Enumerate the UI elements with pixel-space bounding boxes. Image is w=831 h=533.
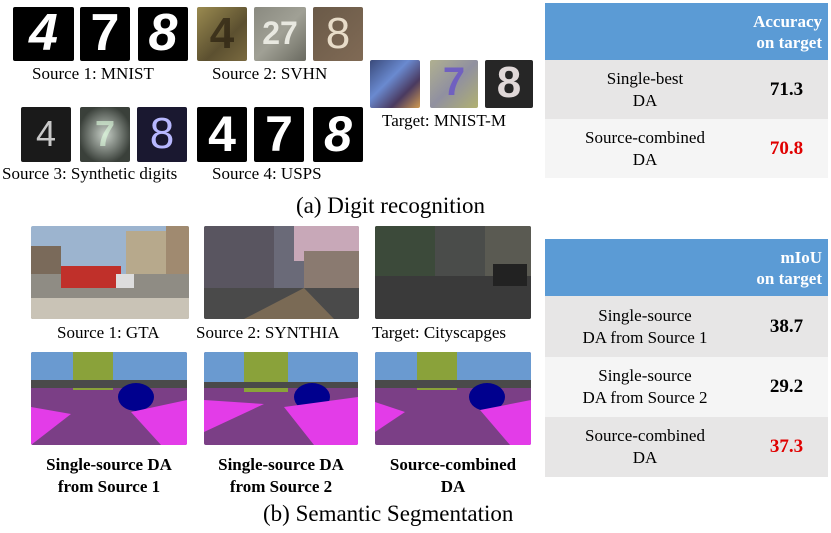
- source4-usps-label: Source 4: USPS: [212, 164, 322, 183]
- method-line: Single-source: [598, 305, 692, 325]
- digit-glyph: 8: [325, 9, 351, 58]
- digit-glyph: 8: [496, 60, 522, 107]
- digit-glyph: 7: [265, 107, 293, 162]
- source2-svhn-label: Source 2: SVHN: [212, 64, 328, 83]
- result2-label: Single-source DA from Source 2: [191, 454, 371, 498]
- value-cell: 38.7: [769, 315, 804, 337]
- method-line: Source-combined: [585, 426, 705, 445]
- usps-digit-image-2: 7: [254, 107, 304, 162]
- digit-glyph: 4: [29, 7, 58, 61]
- result-label-line: from Source 2: [229, 477, 333, 496]
- mnist-digit-4-image: 4: [13, 7, 74, 61]
- digit-glyph: 8: [324, 107, 352, 162]
- svhn-digit-image-2: 27: [254, 7, 306, 61]
- gta-source-image: [31, 226, 189, 319]
- value-cell: 70.8: [769, 137, 804, 159]
- segmentation-results-table: mIoU on target Single-source DA from Sou…: [545, 239, 828, 477]
- table-row: Single-source DA from Source 1 38.7: [545, 296, 828, 357]
- result3-label: Source-combined DA: [363, 454, 543, 498]
- table-row: Source-combined DA 37.3: [545, 417, 828, 477]
- segmentation-map-illustration: [375, 352, 531, 445]
- synthia-scene-illustration: [204, 226, 359, 319]
- method-cell: Source-combined DA: [545, 119, 745, 178]
- value-cell: 37.3: [769, 436, 804, 457]
- cityscapes-scene-illustration: [375, 226, 531, 319]
- seg-source2-synthia-label: Source 2: SYNTHIA: [196, 323, 340, 342]
- seg-source1-gta-label: Source 1: GTA: [57, 323, 160, 342]
- semantic-segmentation-caption: (b) Semantic Segmentation: [263, 501, 514, 526]
- mnist-digit-7-image: 7: [80, 7, 130, 61]
- svhn-digit-image-1: 4: [197, 7, 247, 61]
- method-line: DA: [632, 448, 658, 467]
- result-label-line: Single-source DA: [218, 455, 344, 474]
- mnistm-digit-image-2: 7: [430, 60, 478, 108]
- value-cell: 71.3: [769, 78, 804, 100]
- method-cell: Single-best DA: [545, 60, 745, 119]
- usps-digit-image-1: 4: [197, 107, 247, 162]
- method-line: DA: [632, 90, 658, 110]
- method-cell: Single-source DA from Source 1: [545, 296, 745, 357]
- table-row: Source-combined DA 70.8: [545, 119, 828, 178]
- target-mnistm-label: Target: MNIST-M: [382, 111, 506, 130]
- table-row: Single-best DA 71.3: [545, 60, 828, 119]
- segmentation-map-source1: [31, 352, 187, 445]
- method-cell: Single-source DA from Source 2: [545, 357, 745, 417]
- mnistm-digit-image-1: [370, 60, 420, 108]
- segmentation-map-illustration: [204, 352, 358, 445]
- digit-table-header: Accuracy on target: [545, 3, 828, 60]
- digit-glyph: 7: [94, 113, 116, 154]
- digit-glyph: 8: [149, 109, 175, 158]
- method-line: Single-best: [606, 68, 684, 88]
- method-line: Single-source: [598, 366, 692, 385]
- result-label-line: DA: [440, 477, 466, 496]
- header-line: Accuracy: [753, 11, 822, 31]
- digit-glyph: 4: [35, 113, 57, 154]
- mnist-digit-8-image: 8: [138, 7, 188, 61]
- digit-recognition-caption: (a) Digit recognition: [296, 193, 486, 218]
- source1-mnist-label: Source 1: MNIST: [32, 64, 154, 83]
- synthetic-digit-image-3: 8: [137, 107, 187, 162]
- result1-label: Single-source DA from Source 1: [19, 454, 199, 498]
- digit-glyph: 27: [262, 15, 298, 51]
- cityscapes-target-image: [375, 226, 531, 319]
- segmentation-map-illustration: [31, 352, 187, 445]
- gta-scene-illustration: [31, 226, 189, 319]
- segmentation-map-combined: [375, 352, 531, 445]
- digit-glyph: 8: [148, 7, 178, 61]
- method-line: DA from Source 2: [582, 388, 708, 407]
- result-label-line: from Source 1: [57, 477, 161, 496]
- digit-glyph: 7: [90, 7, 120, 61]
- digit-glyph: 4: [209, 9, 235, 58]
- synthia-source-image: [204, 226, 359, 319]
- mnistm-digit-image-3: 8: [485, 60, 533, 108]
- digit-glyph: 7: [442, 60, 466, 104]
- header-line: on target: [756, 268, 822, 288]
- seg-target-cityscapes-label: Target: Cityscapges: [372, 323, 506, 342]
- table-row: Single-source DA from Source 2 29.2: [545, 357, 828, 417]
- synthetic-digit-image-1: 4: [21, 107, 71, 162]
- method-cell: Source-combined DA: [545, 417, 745, 477]
- segmentation-map-source2: [204, 352, 358, 445]
- method-line: DA from Source 1: [582, 327, 708, 347]
- method-line: Source-combined: [585, 127, 705, 147]
- source3-synthetic-digits-label: Source 3: Synthetic digits: [2, 164, 178, 183]
- seg-table-header: mIoU on target: [545, 239, 828, 296]
- digit-glyph: 4: [208, 107, 236, 162]
- result-label-line: Source-combined: [389, 455, 517, 474]
- digit-results-table: Accuracy on target Single-best DA 71.3 S…: [545, 3, 828, 178]
- svhn-digit-image-3: 8: [313, 7, 363, 61]
- usps-digit-image-3: 8: [313, 107, 363, 162]
- result-label-line: Single-source DA: [46, 455, 172, 474]
- synthetic-digit-image-2: 7: [80, 107, 130, 162]
- header-line: on target: [756, 32, 822, 52]
- value-cell: 29.2: [769, 376, 804, 397]
- method-line: DA: [632, 149, 658, 169]
- header-line: mIoU: [780, 247, 822, 267]
